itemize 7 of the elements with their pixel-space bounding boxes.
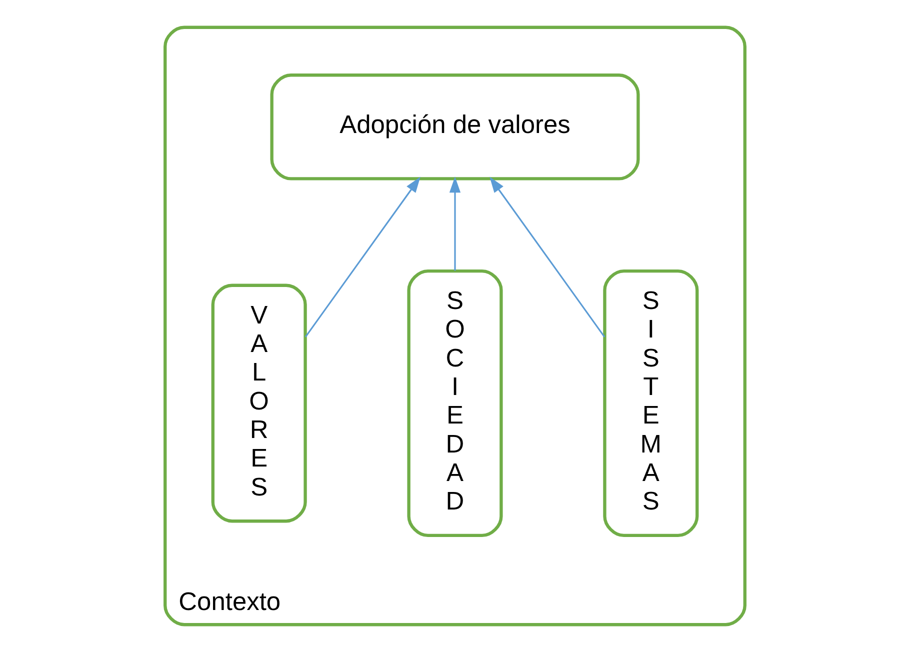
node-box: S O C I E D A D: [406, 269, 502, 538]
node-box: V A L O R E S: [210, 284, 306, 523]
node-box: S I S T E M A S: [602, 269, 698, 538]
arrow: [489, 176, 605, 338]
node-box: Adopción de valores: [270, 74, 640, 180]
arrow: [304, 176, 420, 338]
arrow: [448, 176, 460, 271]
